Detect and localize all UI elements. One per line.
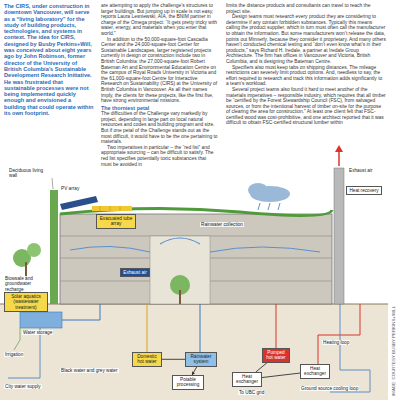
underground-pipes-part	[318, 304, 360, 364]
diagram-label: To UBC grid	[238, 390, 265, 395]
component-box: Rainwater system	[185, 352, 217, 367]
rain-cloud-part	[278, 203, 280, 210]
building-section-part	[210, 247, 320, 252]
pipe-connector	[262, 373, 300, 377]
evacuated-tubes-part	[92, 206, 132, 211]
ground-part	[0, 304, 388, 400]
component-box: Evacuated tube array	[96, 214, 136, 229]
body-paragraph: The difficulties of the Challenge vary m…	[101, 111, 218, 145]
diagram-label: Deciduous living wall	[8, 168, 50, 179]
underground-pipes-part	[330, 304, 370, 392]
water-storage-tank	[20, 312, 62, 328]
body-paragraph: Specifiers also must keep tabs on shippi…	[226, 65, 386, 87]
text-column: The CIRS, under construction in downtown…	[4, 3, 94, 116]
underground-pipes-part	[200, 304, 201, 352]
box-label: Heat exchanger	[235, 374, 259, 385]
box-label: Exhaust air	[123, 270, 147, 275]
box-label: Heat exchanger	[303, 366, 327, 377]
underground-pipes-part	[62, 304, 100, 320]
trees	[13, 243, 41, 278]
building-section-part	[150, 236, 210, 304]
ground	[0, 304, 388, 400]
exhaust-stack-part	[334, 168, 344, 304]
living-wall-part	[52, 178, 53, 189]
body-paragraph: In addition to the 50,000-square-foot Ca…	[101, 37, 218, 104]
trees-part	[27, 243, 41, 257]
diagram-label: Bioswale and groundwater recharge	[4, 276, 50, 292]
building-section-part	[70, 246, 150, 252]
component-box: Domestic hot water	[132, 352, 162, 367]
component-box: Pumped hot water	[262, 348, 290, 363]
text-column: are attempting to apply the challenge’s …	[101, 3, 218, 167]
diagram-label: Exhaust air	[348, 168, 373, 173]
living-wall	[50, 178, 58, 304]
diagram-label: PV array	[60, 186, 80, 191]
underground-pipes-part	[147, 304, 148, 352]
exhaust-stack	[334, 145, 344, 304]
body-paragraph: Several project teams also found it hard…	[226, 87, 386, 126]
evacuated-tubes-part	[110, 206, 111, 211]
diagram-label: Ground source cooling loop	[300, 386, 359, 391]
building-section-part	[179, 290, 181, 304]
living-wall-part	[50, 190, 58, 304]
rain-cloud-part	[268, 203, 270, 210]
rain-cloud-part	[248, 183, 268, 197]
box-label: Heat recovery	[349, 188, 379, 193]
subheading: The thorniest petal	[101, 106, 218, 112]
pull-quote: The CIRS, under construction in downtown…	[4, 3, 94, 116]
water-storage-tank-part	[20, 312, 62, 328]
diagram-label: Black water and grey water	[60, 368, 119, 373]
text-column: limits the distance products and consult…	[226, 3, 386, 126]
exhaust-stack-part	[335, 145, 343, 152]
exhaust-stack-part	[338, 150, 340, 166]
box-label: Evacuated tube array	[99, 216, 133, 227]
evacuated-tubes	[92, 206, 132, 211]
underground-pipes-part	[14, 328, 20, 350]
body-paragraph: are attempting to apply the challenge’s …	[101, 3, 218, 37]
component-box: Solar aquatics (wastewater treatment)	[4, 292, 48, 312]
pipe-connector	[162, 359, 185, 360]
underground-pipes	[8, 304, 370, 392]
evacuated-tubes-part	[100, 206, 101, 211]
body-paragraph: Two imperatives in particular – the “red…	[101, 145, 218, 167]
building-section-part	[60, 214, 332, 304]
diagram-label: Heating loop	[322, 340, 350, 345]
building-section	[60, 208, 332, 304]
body-paragraph: Design teams must research every product…	[226, 14, 386, 64]
evacuated-tubes-part	[120, 206, 121, 211]
diagram-label: City water supply	[4, 384, 42, 389]
box-label: Solar aquatics (wastewater treatment)	[7, 294, 45, 310]
component-box: Exhaust air	[120, 268, 150, 277]
component-box: Heat exchanger	[232, 372, 262, 387]
body-paragraph: limits the distance products and consult…	[226, 3, 386, 14]
diagram-label: Water storage	[22, 330, 53, 335]
box-label: Domestic hot water	[135, 354, 159, 365]
underground-pipes-part	[276, 304, 277, 348]
component-box: Heat exchanger	[300, 364, 330, 379]
building-section-part	[160, 238, 200, 244]
pipe-connector	[192, 367, 197, 375]
box-label: Pumped hot water	[265, 350, 287, 361]
diagram-label: Rainwater collection	[200, 222, 244, 227]
diagram-label: Irrigation	[4, 352, 24, 357]
component-box: Heat recovery	[346, 186, 382, 195]
box-label: Potable processing	[175, 377, 201, 388]
rain-cloud	[248, 183, 290, 210]
pipe-connector	[256, 363, 267, 372]
component-box: Potable processing	[172, 375, 204, 390]
image-credit: IMAGE: COURTESY BUSBY PERKINS+WILL	[391, 306, 396, 396]
rain-cloud-part	[258, 203, 260, 210]
box-label: Rainwater system	[188, 354, 214, 365]
